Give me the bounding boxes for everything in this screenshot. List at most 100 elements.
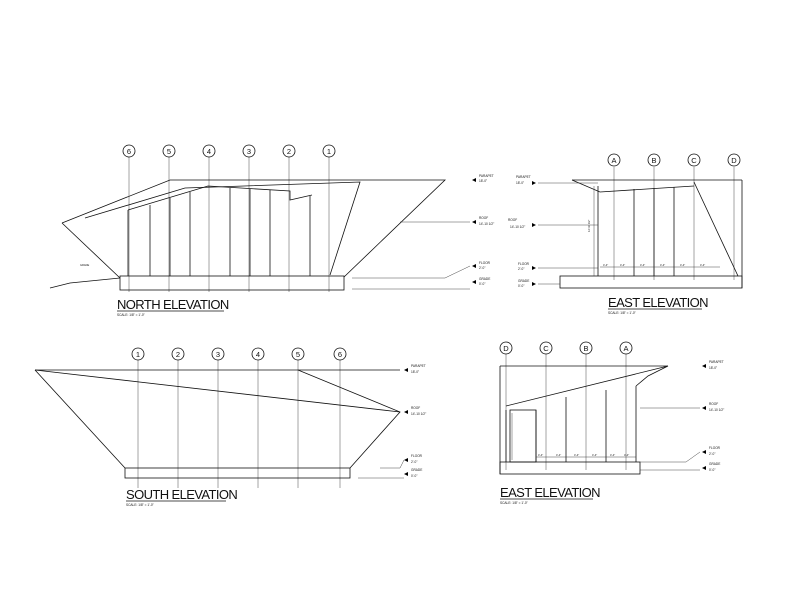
drawing-title: EAST ELEVATION xyxy=(608,295,708,310)
east-bottom-level-tags: PARAPET 18'-0" ROOF 14'-10 1/2" FLOOR 2'… xyxy=(702,360,724,472)
level-marker-parapet: PARAPET 18'-0" xyxy=(516,175,536,185)
svg-text:FLOOR: FLOOR xyxy=(709,446,721,450)
east-bottom-building xyxy=(499,365,669,475)
svg-text:PARAPET: PARAPET xyxy=(709,360,724,364)
svg-text:18'-0": 18'-0" xyxy=(411,370,419,374)
drawing-title: SOUTH ELEVATION xyxy=(126,487,237,502)
svg-text:18'-0": 18'-0" xyxy=(479,179,487,183)
level-marker-roof: ROOF 14'-10 1/2" xyxy=(702,402,724,412)
svg-text:14'-10 1/2": 14'-10 1/2" xyxy=(479,222,494,226)
level-marker-roof: ROOF 14'-10 1/2" xyxy=(472,216,494,226)
svg-text:4'-4": 4'-4" xyxy=(700,263,705,267)
north-grid-bubbles: 6 5 4 3 2 1 xyxy=(122,144,336,158)
level-marker-parapet: PARAPET 18'-0" xyxy=(702,360,724,370)
svg-text:GRADE: GRADE xyxy=(518,279,529,283)
svg-text:2'-0": 2'-0" xyxy=(709,452,715,456)
level-marker-grade: GRADE 0'-0" xyxy=(472,277,490,286)
south-building xyxy=(34,369,401,479)
south-grid-lines xyxy=(137,360,341,488)
drawing-title: EAST ELEVATION xyxy=(500,485,600,500)
drawing-title: NORTH ELEVATION xyxy=(117,297,229,312)
svg-text:18'-0": 18'-0" xyxy=(709,366,717,370)
svg-text:0'-0": 0'-0" xyxy=(709,468,715,472)
svg-text:4'-4": 4'-4" xyxy=(556,453,561,457)
south-elevation: 1 2 3 4 5 6 PARAPET 18'-0" R xyxy=(34,347,426,507)
svg-text:ROOF: ROOF xyxy=(479,216,488,220)
level-marker-floor: FLOOR 2'-0" xyxy=(702,446,721,456)
east-top-grid-bubbles: A B C D xyxy=(607,153,741,167)
east-top-dimensions: 12'-10 1/2" 4'-4" 4'-4" 4'-4" 4'-4" 4'-4… xyxy=(587,186,720,276)
svg-text:D: D xyxy=(731,156,737,165)
east-top-building xyxy=(559,179,743,289)
south-level-tags: PARAPET 18'-0" ROOF 14'-10 1/2" FLOOR 2'… xyxy=(404,364,426,478)
grid-label: 6 xyxy=(127,147,131,156)
svg-text:GRADE: GRADE xyxy=(411,468,422,472)
svg-text:FLOOR: FLOOR xyxy=(411,454,423,458)
svg-text:4'-4": 4'-4" xyxy=(603,263,608,267)
level-marker-parapet: PARAPET 18'-0" xyxy=(404,364,426,374)
drawing-scale: SCALE: 1/8" = 1'-0" xyxy=(117,313,145,317)
grid-label: 3 xyxy=(247,147,251,156)
svg-text:PARAPET: PARAPET xyxy=(411,364,426,368)
svg-text:D: D xyxy=(503,344,509,353)
east-top-level-lines xyxy=(538,182,598,285)
svg-text:4'-4": 4'-4" xyxy=(574,453,579,457)
svg-text:1: 1 xyxy=(136,350,140,359)
svg-text:B: B xyxy=(651,156,656,165)
svg-text:5: 5 xyxy=(296,350,300,359)
svg-text:14'-10 1/2": 14'-10 1/2" xyxy=(411,412,426,416)
svg-text:ROOF: ROOF xyxy=(411,406,420,410)
east-bottom-level-lines xyxy=(640,407,701,471)
north-grid-lines xyxy=(128,157,330,292)
svg-text:C: C xyxy=(543,344,549,353)
svg-text:4'-4": 4'-4" xyxy=(610,453,615,457)
grid-label: 4 xyxy=(207,147,211,156)
svg-text:0'-0": 0'-0" xyxy=(518,284,524,288)
drawing-scale: SCALE: 1/8" = 1'-0" xyxy=(500,501,528,505)
svg-text:2: 2 xyxy=(176,350,180,359)
level-marker-grade: GRADE 0'-0" xyxy=(518,279,536,288)
svg-text:2'-0": 2'-0" xyxy=(411,460,417,464)
svg-text:ROOF: ROOF xyxy=(508,218,517,222)
svg-text:0'-0": 0'-0" xyxy=(411,474,417,478)
svg-text:0'-0": 0'-0" xyxy=(479,282,485,286)
north-level-lines xyxy=(352,221,471,290)
svg-text:PARAPET: PARAPET xyxy=(479,174,494,178)
drawing-scale: SCALE: 1/8" = 1'-0" xyxy=(126,503,154,507)
svg-text:4'-4": 4'-4" xyxy=(620,263,625,267)
svg-text:4'-4": 4'-4" xyxy=(538,453,543,457)
svg-text:B: B xyxy=(583,344,588,353)
svg-text:4'-4": 4'-4" xyxy=(624,453,629,457)
level-marker-grade: GRADE 0'-0" xyxy=(702,462,720,472)
level-marker-parapet: PARAPET 18'-0" xyxy=(472,174,494,183)
level-marker-floor: FLOOR 2'-0" xyxy=(404,454,423,464)
svg-text:PARAPET: PARAPET xyxy=(516,175,531,179)
svg-text:2'-0": 2'-0" xyxy=(518,267,524,271)
level-marker-floor: FLOOR 2'-0" xyxy=(472,261,491,270)
svg-text:14'-10 1/2": 14'-10 1/2" xyxy=(709,408,724,412)
svg-text:C: C xyxy=(691,156,697,165)
svg-text:4'-4": 4'-4" xyxy=(592,453,597,457)
grid-label: 5 xyxy=(167,147,171,156)
svg-text:4'-4": 4'-4" xyxy=(680,263,685,267)
svg-text:ROOF: ROOF xyxy=(709,402,718,406)
grade-note: GRADE xyxy=(80,263,89,267)
svg-text:3: 3 xyxy=(216,350,220,359)
svg-text:18'-0": 18'-0" xyxy=(516,181,524,185)
svg-text:2'-0": 2'-0" xyxy=(479,266,485,270)
level-marker-roof: ROOF 14'-10 1/2" xyxy=(404,406,426,416)
svg-text:4'-4": 4'-4" xyxy=(660,263,665,267)
east-bottom-dimensions: 4'-4" 4'-4" 4'-4" 4'-4" 4'-4" 4'-4" xyxy=(511,413,636,460)
level-marker-roof: ROOF 14'-10 1/2" xyxy=(508,218,536,229)
svg-text:6: 6 xyxy=(338,350,342,359)
south-level-lines xyxy=(358,459,405,479)
north-elevation: 6 5 4 3 2 1 GRADE xyxy=(49,144,494,317)
svg-text:A: A xyxy=(611,156,616,165)
svg-text:GRADE: GRADE xyxy=(709,462,720,466)
east-bottom-grid-bubbles: D C B A xyxy=(499,341,633,355)
north-level-tags: PARAPET 18'-0" ROOF 14'-10 1/2" FLOOR 2'… xyxy=(472,174,494,286)
east-elevation-bottom: D C B A 4'-4" 4'-4" 4'-4" 4'-4" 4'-4" 4'… xyxy=(499,341,724,505)
grid-label: 1 xyxy=(327,147,331,156)
south-grid-bubbles: 1 2 3 4 5 6 xyxy=(131,347,347,361)
